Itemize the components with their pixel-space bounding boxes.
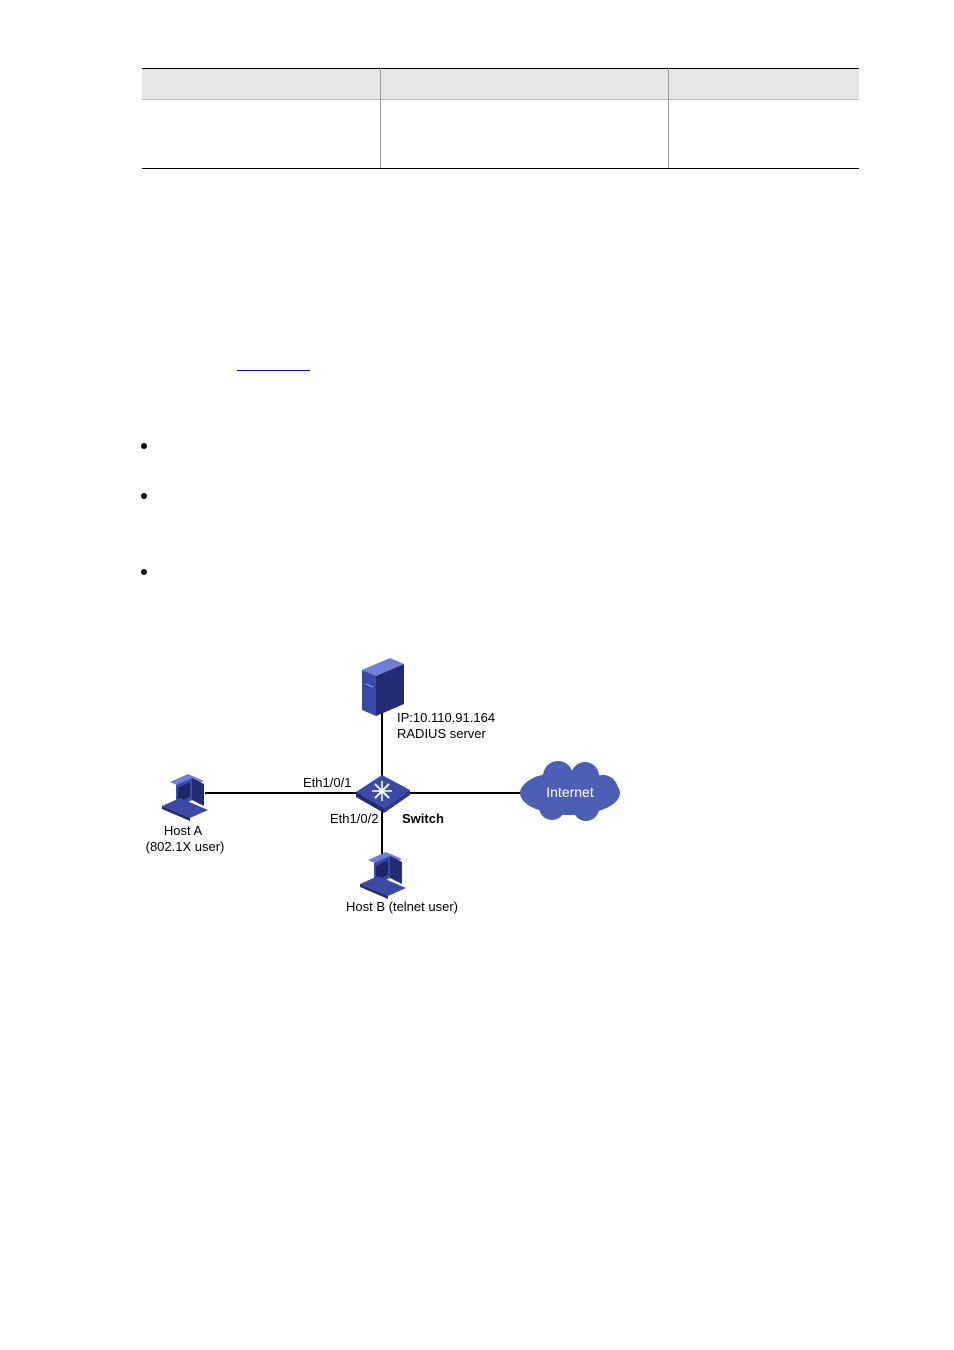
server-name-label: RADIUS server <box>397 726 487 741</box>
table-column-divider <box>380 68 381 169</box>
host-a-name-label: Host A <box>164 823 203 838</box>
switch-icon <box>356 775 410 813</box>
port-2-label: Eth1/0/2 <box>330 811 378 826</box>
port-1-label: Eth1/0/1 <box>303 775 351 790</box>
bullet-point <box>141 493 147 499</box>
table-header-row <box>142 68 859 100</box>
host-a-computer-icon <box>162 774 208 821</box>
host-b-computer-icon <box>360 852 406 899</box>
internet-cloud-icon <box>520 761 620 821</box>
table-row-divider <box>142 99 859 100</box>
host-b-label: Host B (telnet user) <box>346 899 458 914</box>
server-ip-label: IP:10.110.91.164 <box>397 710 495 725</box>
bullet-point <box>141 569 147 575</box>
bullet-point <box>141 443 147 449</box>
table-column-divider <box>668 68 669 169</box>
parameter-table <box>142 68 859 170</box>
host-a-role-label: (802.1X user) <box>146 839 225 854</box>
figure-reference-link[interactable] <box>237 370 310 371</box>
table-bottom-rule <box>142 168 859 169</box>
server-icon <box>362 658 404 716</box>
internet-label: Internet <box>546 784 594 800</box>
switch-label: Switch <box>402 811 444 826</box>
